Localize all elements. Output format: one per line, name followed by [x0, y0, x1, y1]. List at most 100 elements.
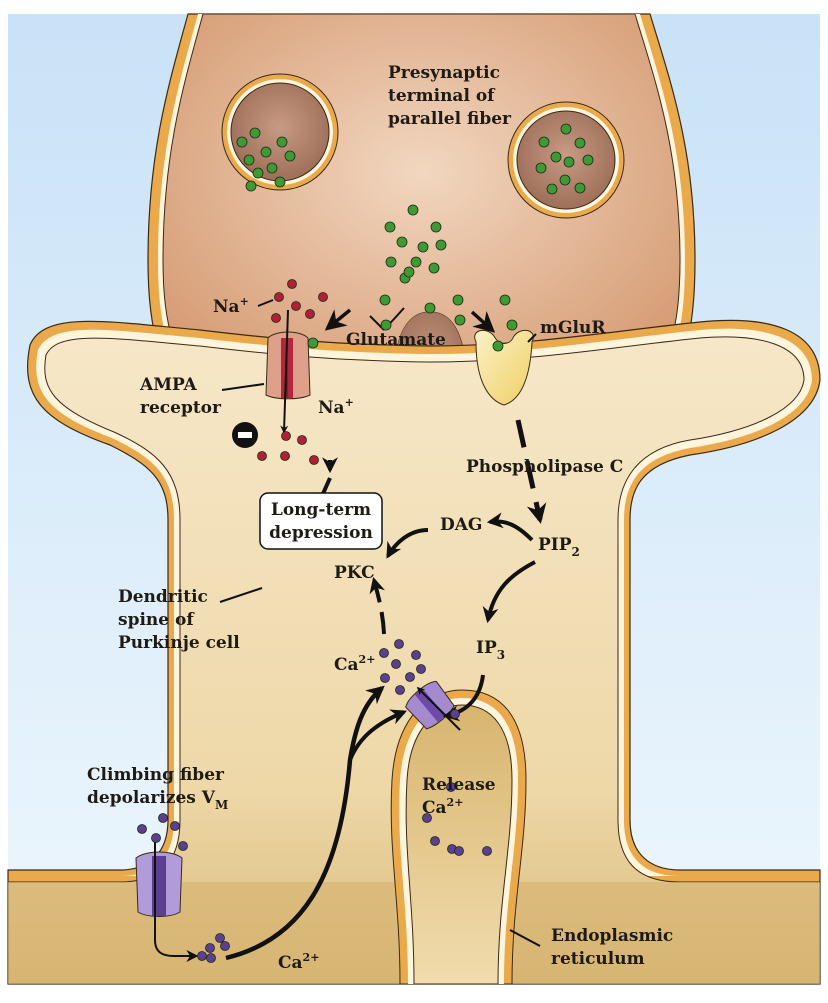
ca-influx-arrow	[154, 834, 199, 962]
ltd-label-line2: depression	[269, 523, 373, 543]
pip2-to-dag-arrow	[486, 512, 534, 542]
inhibition-sign	[232, 422, 258, 448]
er-label-line1: Endoplasmic	[551, 926, 673, 946]
pip2-label: PIP2	[538, 535, 580, 559]
pkc-label: PKC	[334, 563, 375, 583]
sodium-ion	[297, 435, 307, 445]
glutamate-molecule	[435, 239, 447, 251]
glutamate-molecule	[492, 340, 504, 352]
calcium-ion	[416, 664, 426, 674]
ca-branch-arrow	[348, 709, 407, 761]
calcium-ion	[394, 639, 404, 649]
dag-label: DAG	[440, 515, 482, 535]
na-influx-arrow	[280, 309, 289, 434]
calcium-ion	[170, 821, 180, 831]
glutamate-molecule	[582, 154, 594, 166]
glutamate-molecule	[430, 221, 442, 233]
glutamate-molecule	[535, 162, 547, 174]
calcium-ion	[395, 685, 405, 695]
glutamate-molecule	[428, 262, 440, 274]
ampa-label-line1: AMPA	[139, 375, 198, 395]
sodium-ion	[305, 309, 315, 319]
glutamate-molecule	[407, 204, 419, 216]
na-inside-label: Na+	[318, 396, 354, 418]
glutamate-molecule	[546, 183, 558, 195]
glutamate-molecule	[260, 146, 272, 158]
synaptic-vesicle	[221, 73, 339, 191]
glutamate-molecule	[538, 136, 550, 148]
ca-rise-arrow	[225, 685, 385, 961]
glutamate-molecule	[252, 167, 264, 179]
presynaptic-label-line2: terminal of	[388, 86, 496, 106]
glutamate-molecule	[385, 256, 397, 268]
presynaptic-label-line3: parallel fiber	[388, 109, 512, 129]
endoplasmic-reticulum	[390, 689, 527, 985]
glutamate-molecule	[559, 174, 571, 186]
glutamate-molecule	[506, 319, 518, 331]
calcium-ion	[391, 659, 401, 669]
glutamate-molecule	[307, 337, 319, 349]
climbing-fiber-label-line2: depolarizes VM	[87, 788, 228, 812]
mglur-label: mGluR	[540, 318, 606, 338]
glutamate-molecule	[249, 127, 261, 139]
mglur-receptor	[474, 329, 534, 406]
ca-release-arrow	[416, 686, 461, 731]
glutamate-label: Glutamate	[346, 330, 446, 350]
sodium-ion	[287, 279, 297, 289]
calcium-ion	[422, 813, 432, 823]
voltage-gated-calcium-channel	[135, 851, 183, 917]
glutamate-molecule	[417, 241, 429, 253]
calcium-ion	[411, 650, 421, 660]
ca-to-pkc-arrow	[369, 576, 386, 635]
pathway-arrows	[154, 308, 547, 962]
na-outside-label: Na+	[213, 295, 249, 317]
er-label-line2: reticulum	[551, 949, 645, 969]
climbing-fiber-label-line1: Climbing fiber	[87, 765, 225, 785]
calcium-ion	[137, 824, 147, 834]
glutamate-molecule	[550, 151, 562, 163]
glutamate-molecule	[403, 266, 415, 278]
ip3-label: IP3	[476, 638, 505, 662]
ltd-label-line1: Long-term	[271, 500, 371, 520]
particles	[137, 123, 594, 963]
glutamate-molecule	[284, 150, 296, 162]
glutamate-molecule	[243, 154, 255, 166]
release-label-line2: Ca2+	[422, 796, 463, 818]
glutamate-molecule	[266, 162, 278, 174]
sodium-ion	[280, 451, 290, 461]
glutamate-to-mglur-arrow	[470, 310, 496, 333]
calcium-ion	[220, 941, 230, 951]
glutamate-molecule	[563, 156, 575, 168]
sodium-ion	[271, 313, 281, 323]
glutamate-to-ampa-arrow	[324, 308, 352, 331]
phospholipase-label: Phospholipase C	[466, 457, 623, 477]
long-term-depression-box: Long-term depression	[259, 492, 383, 550]
calcium-ion	[215, 933, 225, 943]
release-label-line1: Release	[422, 775, 496, 795]
sodium-ion	[281, 431, 291, 441]
calcium-ion	[380, 673, 390, 683]
glutamate-molecule	[384, 221, 396, 233]
glutamate-molecule	[454, 314, 466, 326]
glutamate-molecule	[499, 294, 511, 306]
calcium-ion	[205, 943, 215, 953]
ca-bottom-label: Ca2+	[278, 951, 319, 973]
spine-label-line2: spine of	[118, 610, 195, 630]
calcium-ion	[379, 648, 389, 658]
calcium-ion	[206, 953, 216, 963]
sodium-ion	[257, 451, 267, 461]
glutamate-molecule	[236, 136, 248, 148]
pip2-to-ip3-arrow	[482, 560, 536, 624]
calcium-ion	[197, 951, 207, 961]
glutamate-molecule	[560, 123, 572, 135]
glutamate-molecule	[276, 136, 288, 148]
phospholipase-arrow	[515, 419, 547, 524]
calcium-ion	[178, 841, 188, 851]
ampa-label-line2: receptor	[140, 398, 222, 418]
presynaptic-label-line1: Presynaptic	[388, 63, 500, 83]
glutamate-molecule	[380, 319, 392, 331]
glutamate-molecule	[410, 256, 422, 268]
sodium-ion	[291, 301, 301, 311]
calcium-ion	[430, 836, 440, 846]
